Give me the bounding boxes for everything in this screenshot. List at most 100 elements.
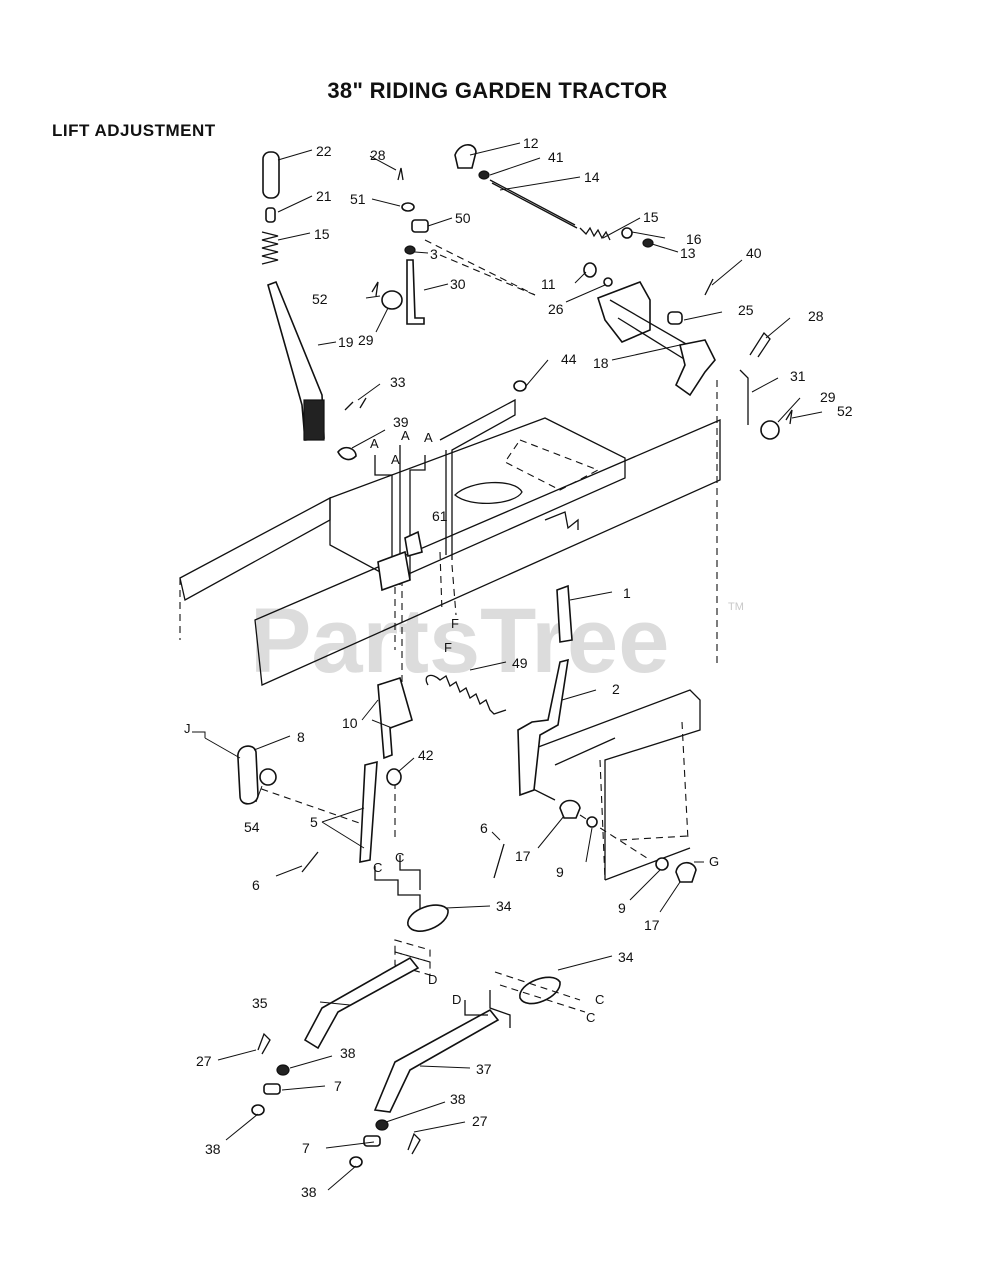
label-19: 19 — [338, 334, 354, 350]
label-27-left: 27 — [196, 1053, 212, 1069]
part-labels: 22 21 15 19 28 51 50 3 30 52 29 12 41 14… — [196, 135, 853, 1200]
label-29-right: 29 — [820, 389, 836, 405]
part-5-link — [359, 760, 378, 863]
ref-a-3: A — [424, 430, 433, 445]
part-44 — [513, 380, 527, 392]
part-17-upper — [559, 799, 581, 819]
part-2-lever — [517, 658, 569, 797]
part-27-pin-left — [257, 1032, 271, 1055]
label-15-left: 15 — [314, 226, 330, 242]
label-50: 50 — [455, 210, 471, 226]
label-44: 44 — [561, 351, 577, 367]
label-3: 3 — [430, 246, 438, 262]
part-38-nut-b — [251, 1104, 265, 1116]
ref-a-2: A — [401, 428, 410, 443]
part-19-lever-bracket — [303, 399, 325, 441]
part-41 — [478, 170, 490, 180]
label-8: 8 — [297, 729, 305, 745]
part-29-washer-right — [760, 420, 780, 440]
part-18-bracket — [597, 281, 651, 343]
part-17-lower — [675, 861, 697, 883]
part-29-washer — [381, 290, 403, 310]
label-49: 49 — [512, 655, 528, 671]
ref-c-3: C — [595, 992, 604, 1007]
part-9-lower — [655, 857, 669, 871]
label-39: 39 — [393, 414, 409, 430]
part-34-plate-lower — [519, 976, 561, 1005]
part-6-pin-right — [493, 843, 505, 879]
label-29-left: 29 — [358, 332, 374, 348]
part-13-nut — [642, 238, 654, 248]
part-11 — [583, 262, 597, 278]
part-54-washer — [259, 768, 277, 786]
label-54: 54 — [244, 819, 260, 835]
part-7-bolt-b — [363, 1135, 381, 1147]
part-49-spring — [425, 674, 507, 715]
label-52-right: 52 — [837, 403, 853, 419]
ref-f-2: F — [444, 640, 452, 655]
part-8-link — [237, 745, 259, 805]
part-3 — [404, 245, 416, 255]
part-9-upper — [586, 816, 598, 828]
ref-g: G — [709, 854, 719, 869]
part-52-pin — [371, 281, 379, 297]
label-9-lower: 9 — [618, 900, 626, 916]
label-33: 33 — [390, 374, 406, 390]
label-17-lower: 17 — [644, 917, 660, 933]
label-13: 13 — [680, 245, 696, 261]
label-21: 21 — [316, 188, 332, 204]
label-38-b: 38 — [205, 1141, 221, 1157]
part-25 — [667, 311, 683, 325]
ref-a-4: A — [391, 452, 400, 467]
ref-c-1: C — [373, 860, 382, 875]
part-33 — [344, 397, 367, 411]
label-61: 61 — [432, 508, 448, 524]
label-37: 37 — [476, 1061, 492, 1077]
part-42-washer — [386, 768, 402, 786]
ref-c-4: C — [586, 1010, 595, 1025]
label-18: 18 — [593, 355, 609, 371]
label-52-left: 52 — [312, 291, 328, 307]
page-title: 38" RIDING GARDEN TRACTOR — [327, 78, 668, 103]
part-38-nut-a — [276, 1064, 290, 1076]
part-18-arm — [675, 339, 716, 397]
part-12-knob — [454, 144, 477, 169]
label-27-right: 27 — [472, 1113, 488, 1129]
part-15-spring-right — [579, 226, 611, 241]
reference-letters: A A A A F F J G C C D D C C — [184, 428, 719, 1025]
label-31: 31 — [790, 368, 806, 384]
part-6-pin-left — [301, 851, 319, 873]
ref-c-2: C — [395, 850, 404, 865]
part-50 — [411, 219, 429, 233]
label-38-d: 38 — [301, 1184, 317, 1200]
part-27-pin-right — [407, 1132, 421, 1155]
ref-j: J — [184, 721, 191, 736]
part-40-pin — [704, 278, 714, 296]
part-30-rod — [406, 259, 425, 325]
part-38-nut-d — [349, 1156, 363, 1168]
ref-a-1: A — [370, 436, 379, 451]
label-15-right: 15 — [643, 209, 659, 225]
label-22: 22 — [316, 143, 332, 159]
label-41: 41 — [548, 149, 564, 165]
step-c-upper — [374, 866, 421, 915]
label-38-a: 38 — [340, 1045, 356, 1061]
label-26: 26 — [548, 301, 564, 317]
part-34-plate-upper — [407, 904, 449, 932]
part-14-threaded-rod — [489, 179, 576, 226]
part-10-bracket — [377, 676, 413, 760]
part-35-arm — [303, 956, 420, 1050]
label-25: 25 — [738, 302, 754, 318]
label-38-c: 38 — [450, 1091, 466, 1107]
watermark-tm: TM — [728, 601, 744, 613]
part-26 — [603, 277, 613, 287]
label-42: 42 — [418, 747, 434, 763]
part-37-arm — [373, 1008, 500, 1113]
label-7-b: 7 — [302, 1140, 310, 1156]
label-35: 35 — [252, 995, 268, 1011]
label-2: 2 — [612, 681, 620, 697]
label-10: 10 — [342, 715, 358, 731]
part-28-clip-right — [749, 331, 771, 358]
label-6-left: 6 — [252, 877, 260, 893]
